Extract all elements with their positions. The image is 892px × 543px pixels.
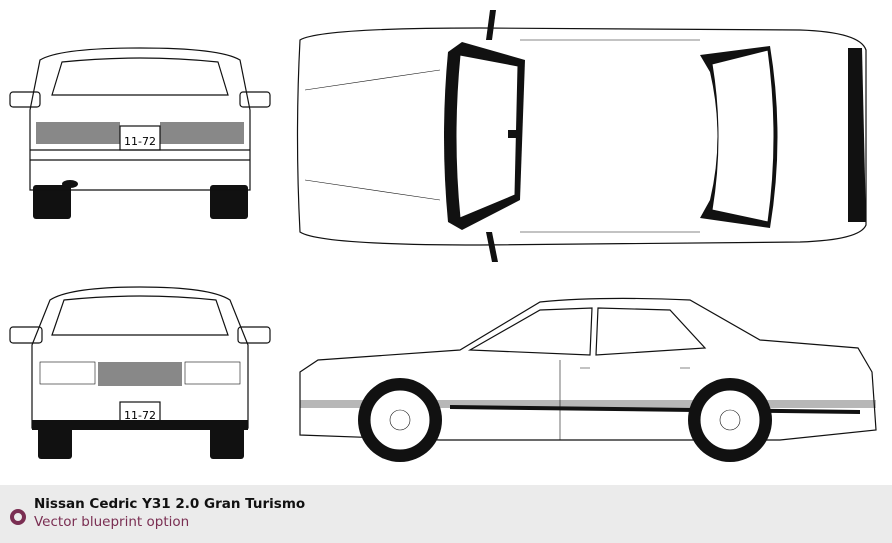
car-blueprint-drawing: 11-72 11-72 — [9, 10, 877, 462]
rear-view: 11-72 — [9, 47, 271, 219]
caption-title: Nissan Cedric Y31 2.0 Gran Turismo — [34, 496, 306, 512]
front-view: 11-72 — [9, 286, 271, 459]
front-license-plate: 11-72 — [124, 409, 156, 422]
side-view — [299, 297, 877, 462]
rear-license-plate: 11-72 — [124, 135, 156, 148]
top-view — [296, 10, 867, 262]
caption-bar: Nissan Cedric Y31 2.0 Gran Turismo Vecto… — [0, 485, 892, 543]
caption-subtitle: Vector blueprint option — [34, 514, 190, 530]
circle-bullet-icon — [10, 509, 26, 525]
